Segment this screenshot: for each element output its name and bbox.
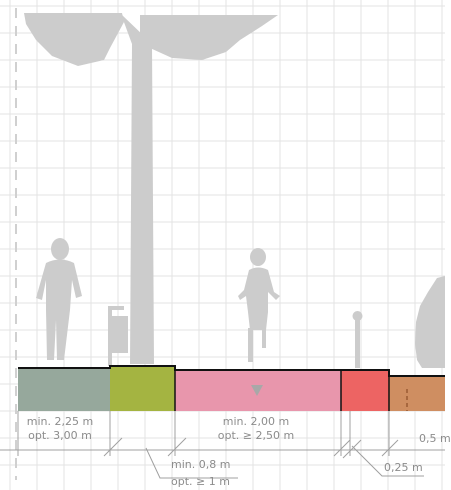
zone-walkway bbox=[18, 368, 110, 411]
car-icon bbox=[415, 276, 445, 368]
street-zones bbox=[18, 366, 445, 411]
direction-arrow-icon bbox=[251, 385, 263, 396]
zone-buffer bbox=[341, 370, 389, 411]
zone-2-opt-label: opt. ≥ 1 m bbox=[171, 475, 230, 488]
zone-3-min-label: min. 2,00 m bbox=[222, 415, 290, 428]
pedestrian-icon bbox=[36, 238, 82, 360]
street-lamp-icon bbox=[24, 13, 278, 364]
zone-1-min-label: min. 2,25 m bbox=[26, 415, 94, 428]
zone-2-min-label: min. 0,8 m bbox=[171, 458, 231, 471]
zone-5-label: 0,5 m bbox=[419, 432, 451, 445]
bollard-icon bbox=[352, 311, 363, 368]
zone-parking bbox=[389, 376, 445, 411]
zone-3-opt-label: opt. ≥ 2,50 m bbox=[217, 429, 295, 442]
cyclist-icon bbox=[238, 248, 280, 362]
waste-bin-icon bbox=[108, 306, 128, 366]
zone-4-label: 0,25 m bbox=[384, 461, 423, 474]
zone-furniture bbox=[110, 366, 175, 411]
dimension-lines bbox=[0, 411, 445, 479]
zone-1-opt-label: opt. 3,00 m bbox=[28, 429, 92, 442]
